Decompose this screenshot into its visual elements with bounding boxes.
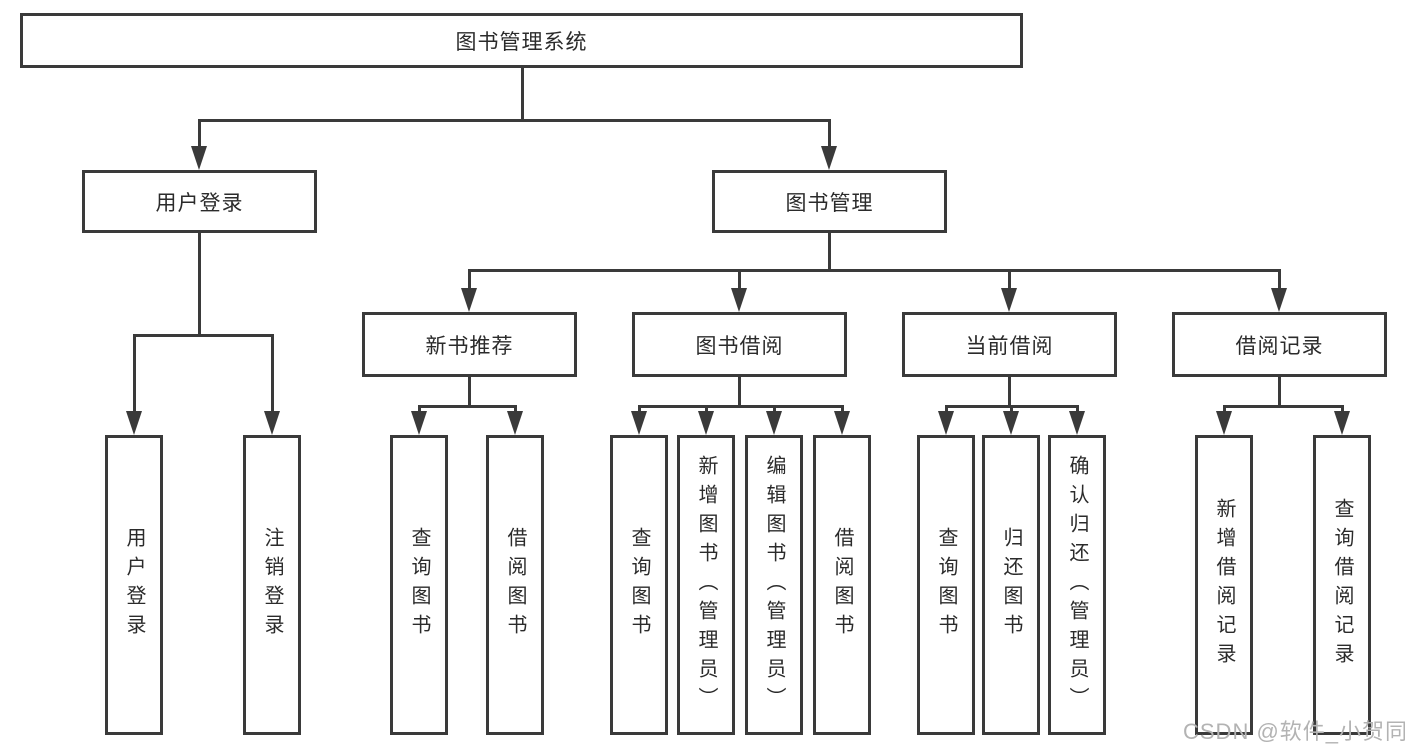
connector-vline: [468, 270, 471, 292]
arrow-down-icon: [821, 146, 837, 170]
arrow-down-icon: [1069, 411, 1085, 435]
leaf-confirm-return-admin: 确认归还（管理员）: [1048, 435, 1106, 735]
arrow-down-icon: [834, 411, 850, 435]
arrow-down-icon: [264, 411, 280, 435]
arrow-down-icon: [411, 411, 427, 435]
connector-vline: [705, 406, 708, 415]
connector-hline: [133, 334, 274, 337]
node-borrowing-records: 借阅记录: [1172, 312, 1387, 377]
node-book-management: 图书管理: [712, 170, 947, 233]
connector-vline: [418, 406, 421, 415]
arrow-down-icon: [698, 411, 714, 435]
leaf-query-books-recommend: 查询图书: [390, 435, 448, 735]
connector-vline: [945, 406, 948, 415]
arrow-down-icon: [1001, 288, 1017, 312]
node-user-login: 用户登录: [82, 170, 317, 233]
arrow-down-icon: [731, 288, 747, 312]
leaf-logout: 注销登录: [243, 435, 301, 735]
connector-vline: [1341, 406, 1344, 415]
arrow-down-icon: [126, 411, 142, 435]
connector-vline: [773, 406, 776, 415]
connector-vline: [638, 406, 641, 415]
connector-vline: [1010, 406, 1013, 415]
leaf-return-books: 归还图书: [982, 435, 1040, 735]
arrow-down-icon: [766, 411, 782, 435]
connector-vline: [738, 375, 741, 408]
connector-vline: [841, 406, 844, 415]
leaf-query-borrow-record: 查询借阅记录: [1313, 435, 1371, 735]
connector-vline: [198, 120, 201, 150]
leaf-edit-book-admin: 编辑图书（管理员）: [745, 435, 803, 735]
connector-vline: [514, 406, 517, 415]
csdn-watermark: CSDN @软件_小贺同学: [1183, 719, 1405, 744]
arrow-down-icon: [507, 411, 523, 435]
connector-hline: [418, 405, 517, 408]
arrow-down-icon: [1271, 288, 1287, 312]
node-new-book-recommendation: 新书推荐: [362, 312, 577, 377]
connector-vline: [1278, 270, 1281, 292]
node-current-borrowing: 当前借阅: [902, 312, 1117, 377]
connector-vline: [468, 375, 471, 408]
connector-vline: [521, 66, 524, 121]
connector-vline: [271, 335, 274, 415]
connector-hline: [638, 405, 844, 408]
node-book-borrowing: 图书借阅: [632, 312, 847, 377]
leaf-query-books-current: 查询图书: [917, 435, 975, 735]
leaf-query-books-borrowing: 查询图书: [610, 435, 668, 735]
arrow-down-icon: [938, 411, 954, 435]
connector-vline: [1278, 375, 1281, 408]
connector-vline: [198, 232, 201, 337]
arrow-down-icon: [1003, 411, 1019, 435]
leaf-user-login: 用户登录: [105, 435, 163, 735]
leaf-add-borrow-record: 新增借阅记录: [1195, 435, 1253, 735]
arrow-down-icon: [191, 146, 207, 170]
connector-vline: [1223, 406, 1226, 415]
connector-vline: [738, 270, 741, 292]
connector-hline: [468, 269, 1281, 272]
arrow-down-icon: [1216, 411, 1232, 435]
node-library-management-system: 图书管理系统: [20, 13, 1023, 68]
connector-vline: [133, 335, 136, 415]
connector-vline: [1008, 270, 1011, 292]
arrow-down-icon: [631, 411, 647, 435]
connector-hline: [1223, 405, 1344, 408]
connector-hline: [198, 119, 831, 122]
leaf-borrow-books-recommend: 借阅图书: [486, 435, 544, 735]
leaf-borrow-books: 借阅图书: [813, 435, 871, 735]
connector-vline: [828, 232, 831, 272]
arrow-down-icon: [1334, 411, 1350, 435]
leaf-add-book-admin: 新增图书（管理员）: [677, 435, 735, 735]
connector-vline: [1076, 406, 1079, 415]
arrow-down-icon: [461, 288, 477, 312]
connector-vline: [1008, 375, 1011, 408]
connector-vline: [828, 120, 831, 150]
